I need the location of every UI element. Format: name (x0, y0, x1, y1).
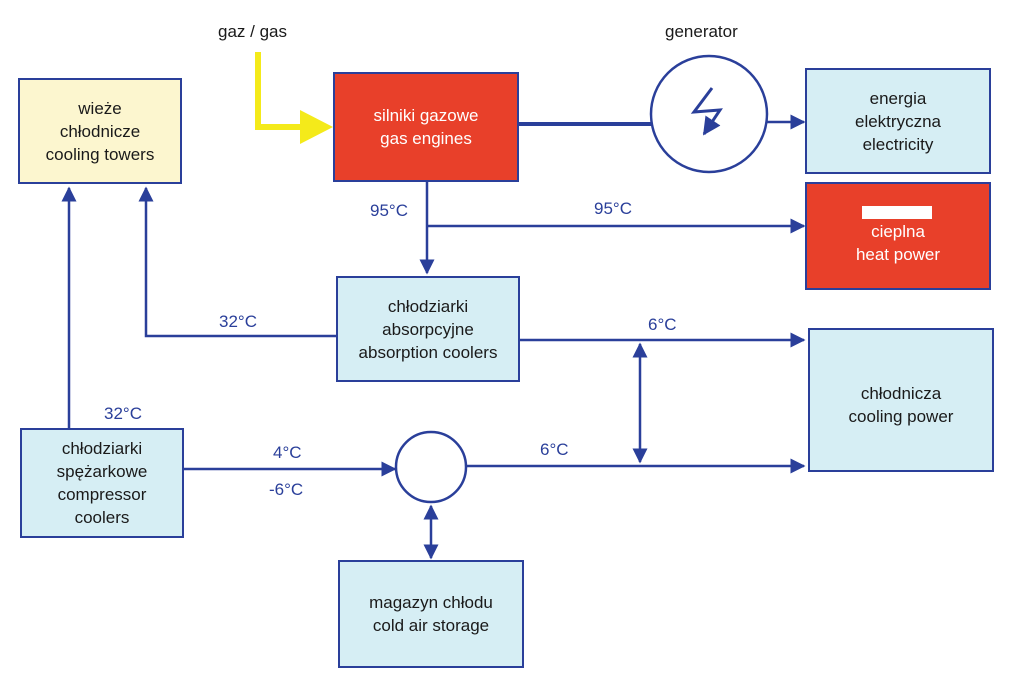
gas-supply-line (255, 52, 305, 130)
absorption-coolers-line-2: absorpcyjne (382, 319, 474, 339)
electricity-line-1: energia (869, 88, 927, 108)
cold-storage-line-1: magazyn chłodu (369, 593, 493, 612)
cooling-towers-line-3: cooling towers (45, 144, 155, 164)
cooling-power-box: chłodnicza cooling power (808, 328, 994, 472)
electricity-line-2: elektryczna (855, 111, 941, 131)
gas-arrowhead (300, 110, 333, 144)
temp-compressor-out-b: -6°C (269, 480, 304, 499)
cold-storage-line-2: cold air storage (372, 616, 490, 635)
absorption-coolers-box: chłodziarki absorpcyjne absorption coole… (336, 276, 520, 382)
gas-engines-box: silniki gazowe gas engines (333, 72, 519, 182)
compressor-coolers-line-4: coolers (74, 508, 130, 527)
generator-circle (649, 54, 769, 174)
temp-mixer-out: 6°C (540, 440, 569, 459)
cold-storage-box: magazyn chłodu cold air storage (338, 560, 524, 668)
compressor-coolers-line-3: compressor (57, 485, 147, 504)
compressor-coolers-line-2: spężarkowe (56, 462, 148, 481)
compressor-coolers-box: chłodziarki spężarkowe compressor cooler… (20, 428, 184, 538)
redaction-patch (862, 206, 932, 219)
heat-power-line-2: heat power (855, 245, 941, 264)
generator-label: generator (665, 22, 738, 41)
temp-absorber-to-tower: 32°C (219, 312, 257, 331)
lightning-icon (690, 87, 723, 136)
absorber-to-tower-line (138, 186, 336, 338)
electricity-line-3: electricity (862, 134, 934, 154)
absorption-coolers-line-3: absorption coolers (358, 342, 498, 362)
temp-engine-out: 95°C (370, 201, 408, 220)
heat-power-line-1: cieplna (871, 222, 925, 241)
compressor-coolers-line-1: chłodziarki (61, 439, 143, 458)
gas-engines-line-1: silniki gazowe (373, 106, 479, 125)
cooling-towers-box: wieże chłodnicze cooling towers (18, 78, 182, 184)
heat-power-box: cieplna heat power (805, 182, 991, 290)
temp-compressor-out-a: 4°C (273, 443, 302, 462)
cooling-power-line-2: cooling power (848, 407, 954, 426)
cooling-towers-line-1: wieże (78, 98, 122, 118)
cooling-power-line-1: chłodnicza (860, 384, 942, 403)
temp-absorber-cold-out: 6°C (648, 315, 677, 334)
temp-compressor-to-tower: 32°C (104, 404, 142, 423)
cooling-towers-line-2: chłodnicze (59, 121, 141, 141)
absorption-coolers-line-1: chłodziarki (387, 296, 469, 316)
gas-input-label: gaz / gas (218, 22, 287, 41)
temp-heat-line: 95°C (594, 199, 632, 218)
mixer-circle (394, 430, 468, 504)
gas-engines-line-2: gas engines (380, 129, 472, 148)
electricity-box: energia elektryczna electricity (805, 68, 991, 174)
